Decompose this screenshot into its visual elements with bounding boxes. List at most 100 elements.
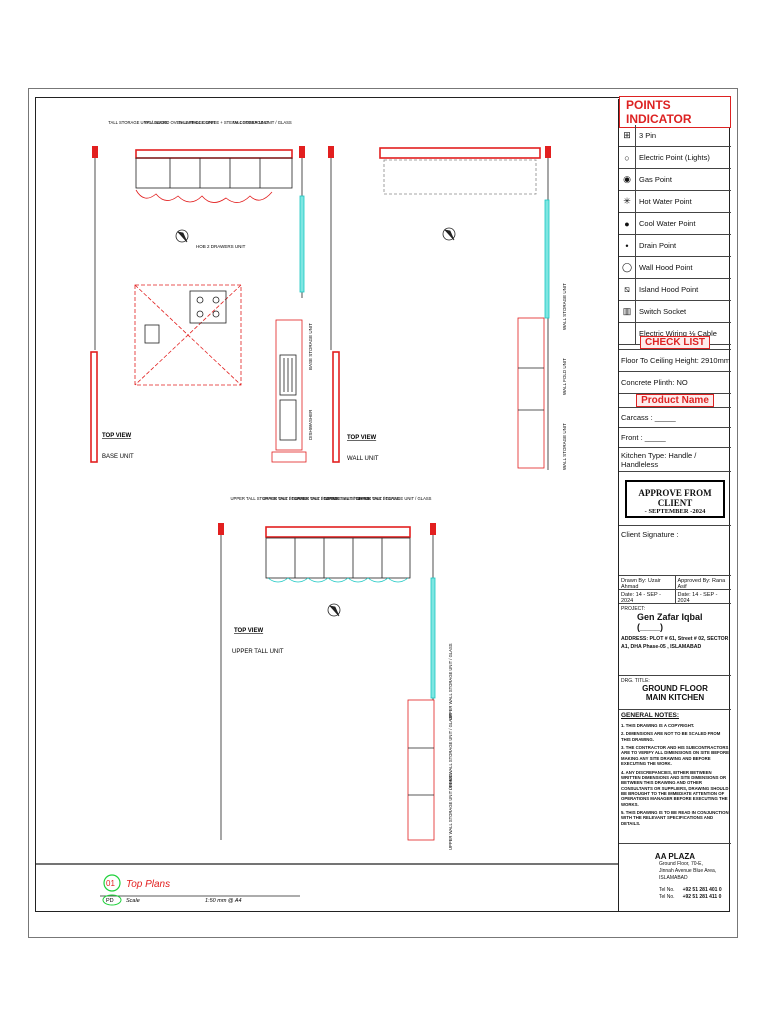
legend-label: Gas Point — [639, 175, 672, 184]
legend-list: ⊞3 Pin○Electric Point (Lights)◉Gas Point… — [619, 125, 731, 345]
base-label-2: TALL MICRO OVEN UNIT — [145, 120, 194, 125]
base-view-title: TOP VIEW — [102, 433, 131, 439]
upper-view-subtitle: UPPER TALL UNIT — [232, 649, 284, 655]
floor-to-ceiling: Floor To Ceiling Height: 2910mm — [619, 350, 731, 372]
note-item: 2. DIMENSIONS ARE NOT TO BE SCALED FROM … — [621, 731, 721, 742]
tel-1: +92 51 281 401 0 — [682, 887, 722, 894]
base-top-labels: TALL STORAGE UNIT / GLASS TALL MICRO OVE… — [108, 120, 292, 125]
kitchen-type: Kitchen Type: Handle / Handleless — [619, 448, 731, 472]
legend-label: Wall Hood Point — [639, 263, 693, 272]
legend-row: ⊞3 Pin — [619, 125, 731, 147]
address: ADDRESS: PLOT # 61, Street # 02, SECTOR … — [621, 636, 729, 650]
wall-view-title: TOP VIEW — [347, 435, 376, 441]
upper-side-label-1: UPPER WALL STORAGE UNIT / GLASS — [448, 643, 453, 720]
base-label-4: TALL COFFEE + STEAM COOKER UNIT — [191, 120, 269, 125]
company-addr-2: Jinnah Avenue Blue Area, — [659, 867, 717, 874]
legend-row: ◯Wall Hood Point — [619, 257, 731, 279]
upper-label-1: UPPER TALL STORAGE UNIT / GLASS — [231, 496, 306, 501]
wall-side-label-3: WALL STORAGE UNIT — [562, 423, 567, 470]
upper-label-2: UPPER TALL STORAGE UNIT / GLASS — [263, 496, 338, 501]
base-view-subtitle: BASE UNIT — [102, 454, 134, 460]
legend-label: Drain Point — [639, 241, 677, 250]
electric-wiring-icon — [619, 323, 636, 344]
scale-value: 1:50 mm @ A4 — [205, 898, 242, 904]
note-item: 1. THIS DRAWING IS A COPYRIGHT. — [621, 723, 695, 728]
upper-tall-unit-view — [218, 523, 436, 841]
legend-row: ◉Gas Point — [619, 169, 731, 191]
base-unit-view — [90, 146, 340, 463]
company-addr-3: ISLAMABAD — [659, 874, 688, 881]
drg-title-label: DRG. TITLE: — [621, 678, 650, 684]
scale-label: Scale — [126, 898, 140, 904]
note-item: 5. THIS DRAWING IS TO BE READ IN CONJUNC… — [621, 810, 729, 826]
legend-row: •Drain Point — [619, 235, 731, 257]
tel-label-2: Tel No. — [659, 894, 675, 900]
check-list-title: CHECK LIST — [640, 336, 710, 349]
dishwasher-label: DISHWASHER — [308, 409, 313, 440]
legend-label: 3 Pin — [639, 131, 657, 140]
legend-label: Switch Socket — [639, 307, 687, 316]
wall-unit-view — [328, 146, 551, 470]
drawn-approved-row: Drawn By: Uzair Ahmad Approved By: Rana … — [619, 576, 731, 590]
approve-box: APPROVE FROM CLIENT - SEPTEMBER -2024 — [619, 472, 731, 526]
upper-side-label-2: UPPER WALL STORAGE UNIT / GLASS — [448, 713, 453, 790]
upper-view-title: TOP VIEW — [234, 628, 263, 634]
front-field: Front : _____ — [619, 428, 731, 448]
island-hood-point-icon: ⧅ — [619, 279, 636, 300]
points-indicator-header: POINTS INDICATOR — [619, 95, 731, 128]
upper-side-label-3: UPPER WALL STORAGE UNIT / GLASS — [448, 773, 453, 850]
dates-row: Date: 14 - SEP - 2024 Date: 14 - SEP - 2… — [619, 590, 731, 604]
note-item: 3. THE CONTRACTOR AND HIS SUBCONTRACTORS… — [621, 745, 729, 767]
date-right: Date: 14 - SEP - 2024 — [677, 592, 718, 604]
client-signature: Client Signature : — [619, 526, 731, 576]
product-name-title: Product Name — [636, 394, 714, 407]
note-item: 4. ANY DISCREPANCIES, EITHER BETWEEN WRI… — [621, 769, 729, 807]
base-label-3: TALL FRIDGE UNIT — [178, 120, 216, 125]
product-name-header: Product Name — [619, 394, 731, 408]
tel-label-1: Tel No. — [659, 887, 675, 894]
sheet-number: 01 — [106, 879, 115, 888]
pd-label: PD — [106, 898, 114, 904]
general-notes-title: GENERAL NOTES: — [621, 712, 680, 719]
sheet-number-circle — [103, 874, 121, 892]
legend-label: Cool Water Point — [639, 219, 696, 228]
upper-top-labels: UPPER TALL STORAGE UNIT / GLASS UPPER TA… — [231, 496, 432, 501]
check-list-header: CHECK LIST — [619, 336, 731, 350]
approve-date: - SEPTEMBER -2024 — [644, 507, 706, 515]
legend-row: ○Electric Point (Lights) — [619, 147, 731, 169]
drg-title-1: GROUND FLOOR — [642, 684, 708, 693]
approved-by: Approved By: Rana Asif — [677, 578, 726, 590]
company-name: AA PLAZA — [654, 852, 696, 861]
approve-title: APPROVE FROM CLIENT — [638, 487, 712, 508]
company-section: AA PLAZA Ground Floor, 70-E, Jinnah Aven… — [619, 849, 731, 912]
legend-row: ▥Switch Socket — [619, 301, 731, 323]
base-label-5: TALL STORAGE UNIT / GLASS — [232, 120, 292, 125]
drain-point-icon: • — [619, 235, 636, 256]
base-storage-label: BASE STORAGE UNIT — [308, 323, 313, 370]
wall-hood-point-icon: ◯ — [619, 257, 636, 278]
gas-point-icon: ◉ — [619, 169, 636, 190]
title-block: POINTS INDICATOR ⊞3 Pin○Electric Point (… — [618, 95, 731, 912]
drawing-frame — [35, 97, 730, 912]
points-indicator-title: POINTS INDICATOR — [619, 95, 731, 128]
3-pin-icon: ⊞ — [619, 125, 636, 146]
wall-view-subtitle: WALL UNIT — [347, 456, 379, 462]
upper-label-4: UPPER TALL STORAGE UNIT / GLASS — [325, 496, 400, 501]
general-notes-section: GENERAL NOTES: 1. THIS DRAWING IS A COPY… — [619, 710, 731, 844]
wall-side-label-2: WALL FOLD UNIT — [562, 358, 567, 395]
base-label-1: TALL STORAGE UNIT / GLASS — [108, 120, 168, 125]
legend-label: Island Hood Point — [639, 285, 699, 294]
tel-2: +92 51 281 411 0 — [682, 894, 722, 900]
carcass-field: Carcass : _____ — [619, 408, 731, 428]
pd-circle — [102, 894, 122, 906]
drawn-by: Drawn By: Uzair Ahmad — [619, 576, 676, 590]
upper-label-5: UPPER TALL STORAGE UNIT / GLASS — [357, 496, 432, 501]
legend-label: Electric Wiring ⅛ Cable — [639, 329, 717, 338]
hot-water-point-icon: ✳ — [619, 191, 636, 212]
drg-title-2: MAIN KITCHEN — [645, 693, 705, 702]
date-left: Date: 14 - SEP - 2024 — [619, 590, 676, 604]
drawing-sheet-border — [28, 88, 738, 938]
upper-label-3: UPPER TALL STORAGE UNIT / GLASS — [295, 496, 370, 501]
concrete-plinth: Concrete Plinth: NO — [619, 372, 731, 394]
notes-list: 1. THIS DRAWING IS A COPYRIGHT. 2. DIMENS… — [619, 721, 731, 831]
